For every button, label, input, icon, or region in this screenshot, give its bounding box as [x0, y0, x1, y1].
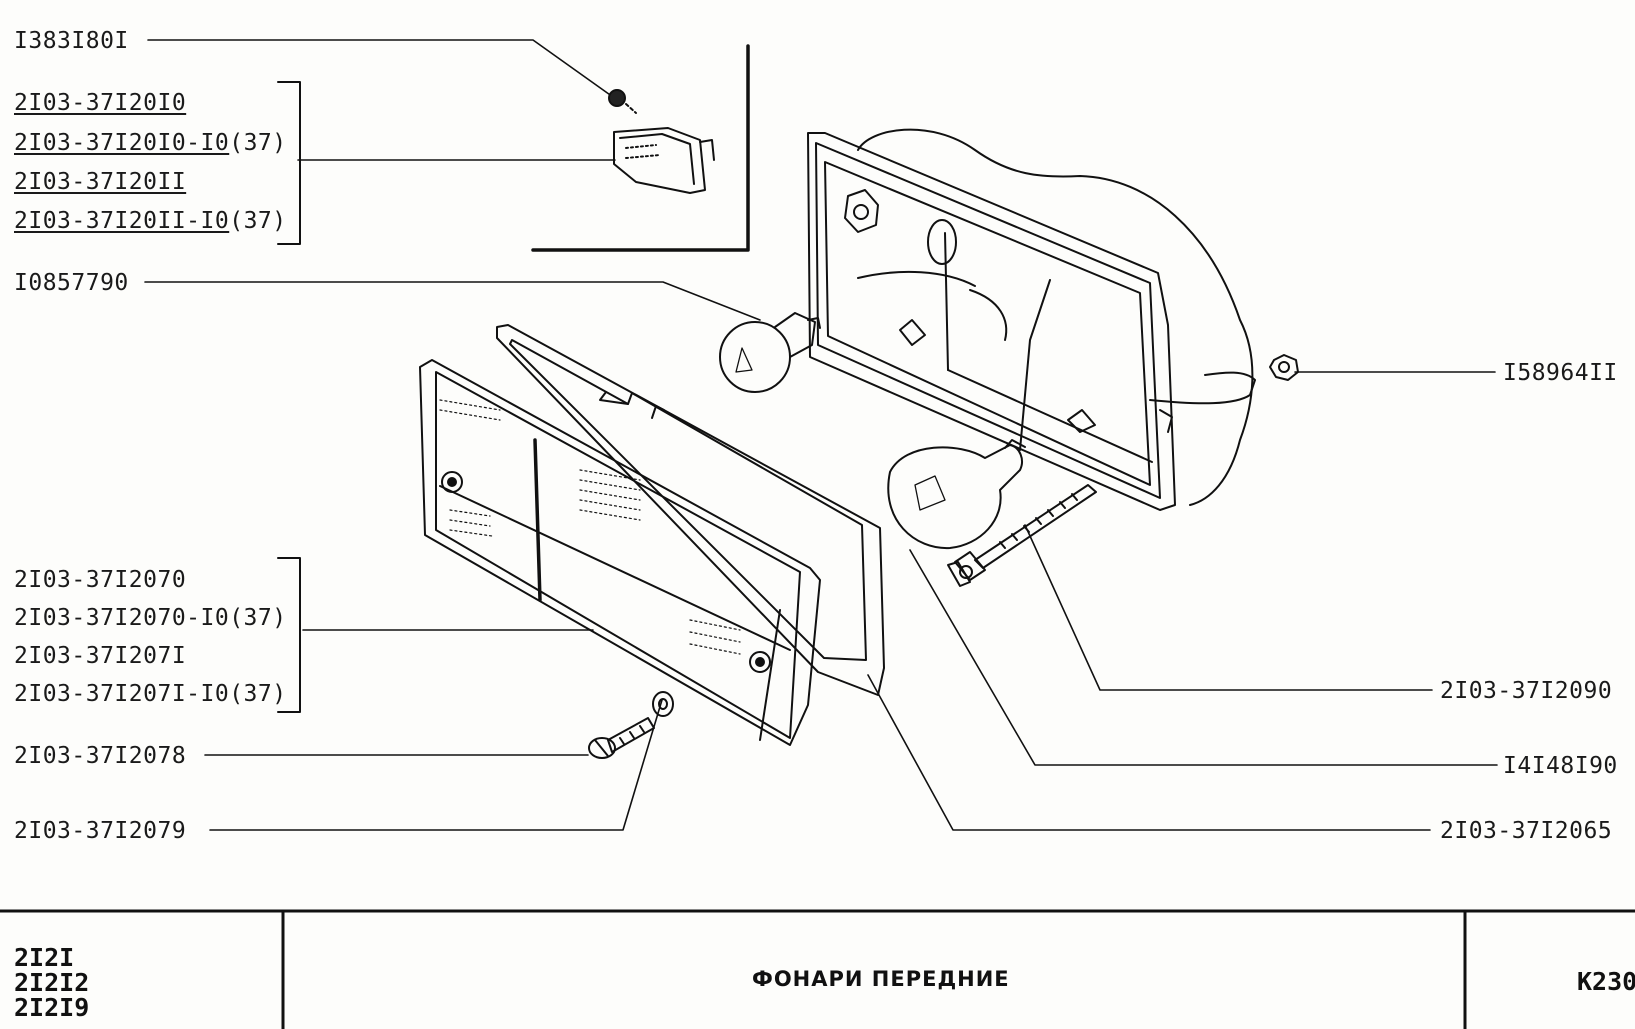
- gasket: [496, 324, 885, 696]
- callout-short-screw: 2I03-37I2078: [14, 743, 187, 769]
- rivet: [608, 89, 626, 107]
- callout-lens-line-4: 2I03-37I207I-I0(37): [14, 681, 287, 707]
- callout-long-screw: 2I03-37I2090: [1440, 678, 1613, 704]
- callout-lens-line-3: 2I03-37I207I: [14, 643, 187, 669]
- title-block-frame: [0, 909, 1635, 1029]
- callout-large-bulb: I4I48I90: [1503, 753, 1618, 779]
- small-bulb: [719, 312, 821, 393]
- callout-gasket: 2I03-37I2065: [1440, 818, 1613, 844]
- callout-side-lamp-line-1: 2I03-37I20I0: [14, 88, 186, 118]
- model-list: 2I2I 2I2I2 2I2I9: [14, 945, 89, 1020]
- callout-rivet: I383I80I: [14, 28, 129, 54]
- washer: [652, 691, 674, 717]
- short-screw: [588, 717, 655, 759]
- part-suffix: (37): [229, 208, 287, 234]
- model-item: 2I2I9: [14, 993, 90, 1022]
- leader-lines: [144, 39, 1498, 831]
- part-suffix: (37): [229, 130, 287, 156]
- part-number: 2I03-37I20I0: [14, 90, 187, 116]
- bracket-mid: [277, 557, 301, 713]
- sheet-code: К230: [1577, 967, 1635, 996]
- model-item: 2I2I2: [14, 968, 90, 997]
- callout-side-lamp-line-4: 2I03-37I20II-I0(37): [14, 206, 287, 236]
- callout-nut: I58964II: [1503, 360, 1618, 386]
- nut: [1269, 354, 1299, 381]
- callout-washer: 2I03-37I2079: [14, 818, 187, 844]
- part-number: 2I03-37I20II-I0: [14, 208, 230, 234]
- inset-frame: [531, 44, 750, 252]
- part-number: 2I03-37I20II: [14, 169, 187, 195]
- callout-small-bulb: I0857790: [14, 270, 129, 296]
- bracket-top: [277, 81, 301, 245]
- callout-lens-line-1: 2I03-37I2070: [14, 567, 187, 593]
- front-lens: [419, 359, 821, 746]
- side-repeater-lamp: [613, 127, 715, 194]
- sheet-title: ФОНАРИ ПЕРЕДНИЕ: [752, 967, 1010, 991]
- part-number: 2I03-37I20I0-I0: [14, 130, 230, 156]
- model-item: 2I2I: [14, 943, 75, 972]
- lamp-housing: [807, 128, 1256, 511]
- long-screw: [947, 484, 1097, 587]
- callout-side-lamp-line-2: 2I03-37I20I0-I0(37): [14, 128, 287, 158]
- callout-lens-line-2: 2I03-37I2070-I0(37): [14, 605, 287, 631]
- callout-side-lamp-line-3: 2I03-37I20II: [14, 167, 186, 197]
- large-bulb: [887, 439, 1026, 550]
